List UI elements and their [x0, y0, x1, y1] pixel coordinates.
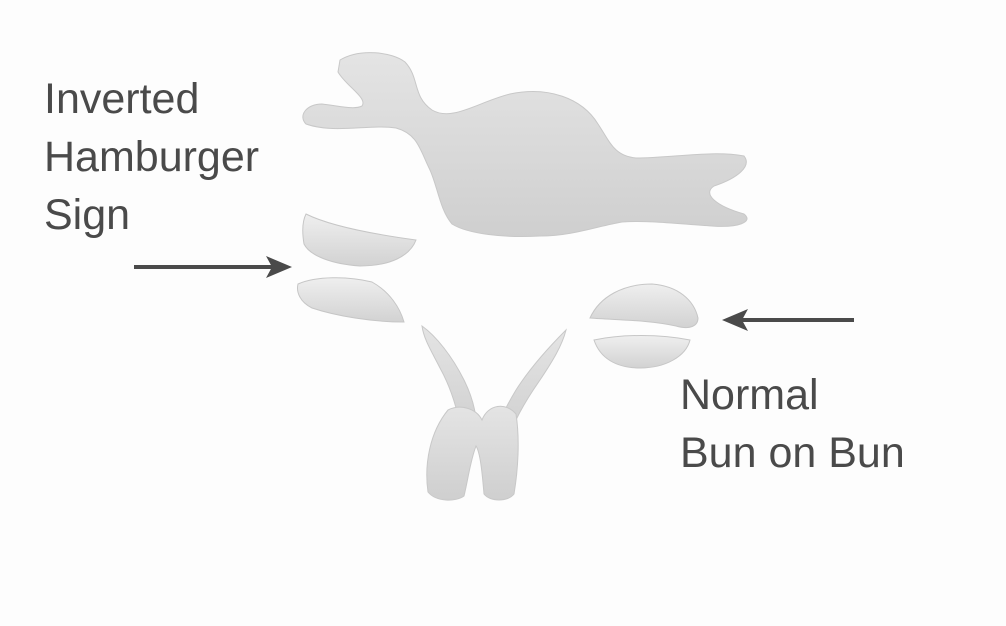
left-superior-facet-shape [302, 213, 417, 267]
vertebral-body-shape [302, 52, 748, 237]
right-superior-facet-shape [589, 283, 699, 329]
spinous-process-shape [426, 405, 519, 501]
label-line: Sign [44, 191, 131, 239]
arrow-right [722, 309, 854, 331]
normal-bun-label: Normal Bun on Bun [680, 366, 905, 482]
label-line: Inverted [44, 75, 200, 123]
left-inferior-facet-shape [297, 277, 405, 323]
label-line: Bun on Bun [680, 429, 905, 477]
right-inferior-facet-shape [593, 335, 691, 369]
label-line: Hamburger [44, 133, 260, 181]
label-line: Normal [680, 371, 819, 419]
arrow-left [134, 256, 292, 278]
inverted-hamburger-label: Inverted Hamburger Sign [44, 70, 259, 244]
